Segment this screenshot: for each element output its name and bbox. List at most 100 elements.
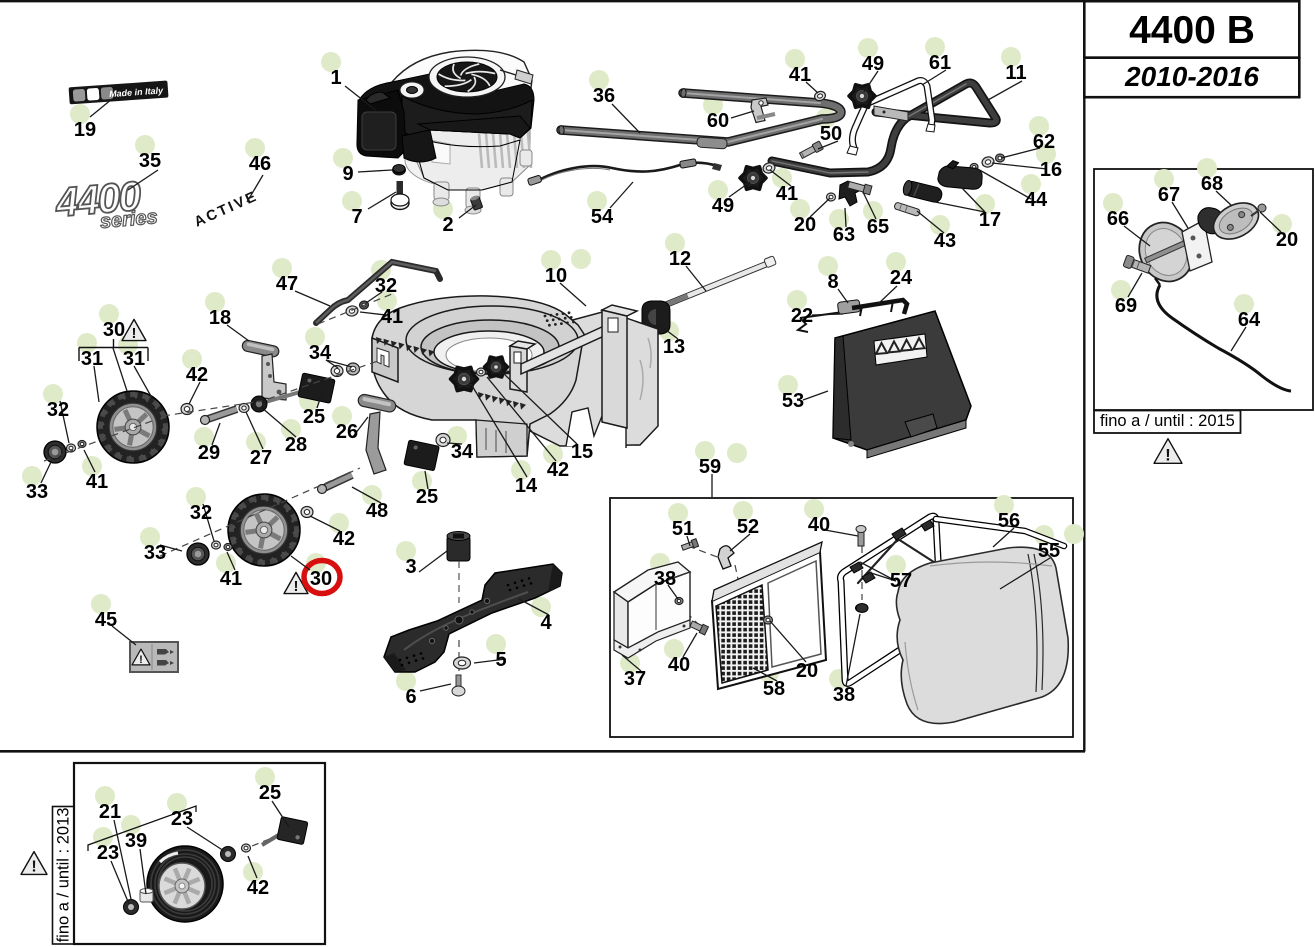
svg-text:63: 63	[833, 224, 855, 246]
svg-text:11: 11	[1005, 62, 1026, 84]
svg-text:series: series	[99, 206, 159, 233]
svg-text:25: 25	[303, 406, 325, 428]
svg-text:56: 56	[998, 510, 1020, 532]
svg-text:68: 68	[1201, 173, 1223, 195]
svg-text:50: 50	[820, 123, 842, 145]
svg-text:32: 32	[375, 275, 397, 297]
svg-text:30: 30	[310, 568, 332, 590]
svg-text:26: 26	[336, 421, 358, 443]
svg-text:6: 6	[405, 686, 416, 708]
svg-text:4: 4	[540, 612, 552, 634]
svg-text:42: 42	[247, 877, 269, 899]
svg-text:39: 39	[125, 830, 147, 852]
svg-text:67: 67	[1158, 184, 1180, 206]
svg-text:23: 23	[97, 842, 119, 864]
svg-text:2010-2016: 2010-2016	[1124, 61, 1259, 92]
svg-text:33: 33	[144, 542, 166, 564]
svg-text:42: 42	[333, 528, 355, 550]
svg-text:31: 31	[123, 348, 145, 370]
svg-text:48: 48	[366, 500, 388, 522]
svg-text:41: 41	[776, 183, 798, 205]
svg-text:10: 10	[545, 265, 567, 287]
svg-text:60: 60	[707, 110, 729, 132]
svg-text:35: 35	[139, 150, 161, 172]
svg-text:44: 44	[1025, 189, 1048, 211]
svg-text:14: 14	[515, 475, 538, 497]
svg-text:27: 27	[250, 447, 272, 469]
svg-text:19: 19	[74, 119, 96, 141]
svg-text:2: 2	[442, 214, 453, 236]
svg-text:42: 42	[186, 364, 208, 386]
svg-text:33: 33	[26, 481, 48, 503]
svg-text:3: 3	[405, 556, 416, 578]
svg-text:7: 7	[351, 206, 362, 228]
svg-text:25: 25	[416, 486, 438, 508]
svg-text:41: 41	[789, 64, 811, 86]
svg-text:69: 69	[1115, 295, 1137, 317]
svg-text:25: 25	[259, 782, 281, 804]
svg-text:36: 36	[593, 85, 615, 107]
svg-text:fino a / until : 2013: fino a / until : 2013	[55, 808, 73, 943]
svg-text:13: 13	[663, 336, 685, 358]
svg-text:51: 51	[672, 518, 694, 540]
svg-text:38: 38	[654, 568, 676, 590]
svg-text:20: 20	[796, 660, 818, 682]
svg-text:5: 5	[495, 649, 506, 671]
svg-text:40: 40	[808, 514, 830, 536]
svg-text:49: 49	[712, 195, 734, 217]
svg-text:8: 8	[827, 271, 838, 293]
svg-text:12: 12	[669, 248, 691, 270]
svg-text:42: 42	[547, 459, 569, 481]
svg-text:45: 45	[95, 609, 117, 631]
svg-text:32: 32	[190, 502, 212, 524]
svg-text:!: !	[31, 859, 36, 876]
svg-text:30: 30	[103, 319, 125, 341]
svg-text:20: 20	[1276, 229, 1298, 251]
svg-text:41: 41	[381, 306, 403, 328]
svg-text:!: !	[139, 654, 143, 666]
svg-text:41: 41	[86, 471, 108, 493]
svg-text:52: 52	[737, 516, 759, 538]
svg-text:21: 21	[99, 801, 121, 823]
svg-text:57: 57	[890, 570, 912, 592]
svg-text:64: 64	[1238, 309, 1261, 331]
svg-text:!: !	[132, 325, 137, 342]
svg-text:62: 62	[1033, 131, 1055, 153]
svg-text:Made in Italy: Made in Italy	[109, 85, 165, 99]
svg-text:38: 38	[833, 684, 855, 706]
svg-text:31: 31	[81, 348, 103, 370]
svg-text:46: 46	[249, 153, 271, 175]
svg-text:61: 61	[929, 52, 951, 74]
svg-text:66: 66	[1107, 208, 1129, 230]
svg-text:59: 59	[699, 456, 721, 478]
svg-text:58: 58	[763, 678, 785, 700]
svg-text:32: 32	[47, 399, 69, 421]
svg-text:53: 53	[782, 390, 804, 412]
svg-text:22: 22	[791, 305, 813, 327]
svg-text:17: 17	[979, 209, 1001, 231]
svg-text:43: 43	[934, 230, 956, 252]
svg-text:65: 65	[867, 216, 889, 238]
svg-text:24: 24	[890, 267, 913, 289]
svg-text:fino a / until : 2015: fino a / until : 2015	[1100, 412, 1235, 430]
svg-text:23: 23	[171, 808, 193, 830]
svg-text:40: 40	[668, 654, 690, 676]
svg-text:4400 B: 4400 B	[1129, 9, 1255, 52]
svg-text:16: 16	[1040, 159, 1062, 181]
svg-text:!: !	[1165, 445, 1171, 464]
svg-text:20: 20	[794, 214, 816, 236]
svg-text:41: 41	[220, 568, 242, 590]
svg-text:9: 9	[342, 163, 353, 185]
svg-text:55: 55	[1038, 540, 1060, 562]
svg-text:1: 1	[330, 67, 341, 89]
svg-text:!: !	[294, 578, 299, 595]
svg-text:29: 29	[198, 442, 220, 464]
svg-text:34: 34	[451, 441, 474, 463]
svg-text:49: 49	[862, 53, 884, 75]
svg-text:4400: 4400	[53, 172, 143, 225]
svg-text:28: 28	[285, 434, 307, 456]
svg-text:18: 18	[209, 307, 231, 329]
svg-text:37: 37	[624, 668, 646, 690]
svg-text:54: 54	[591, 206, 614, 228]
svg-text:47: 47	[276, 273, 298, 295]
